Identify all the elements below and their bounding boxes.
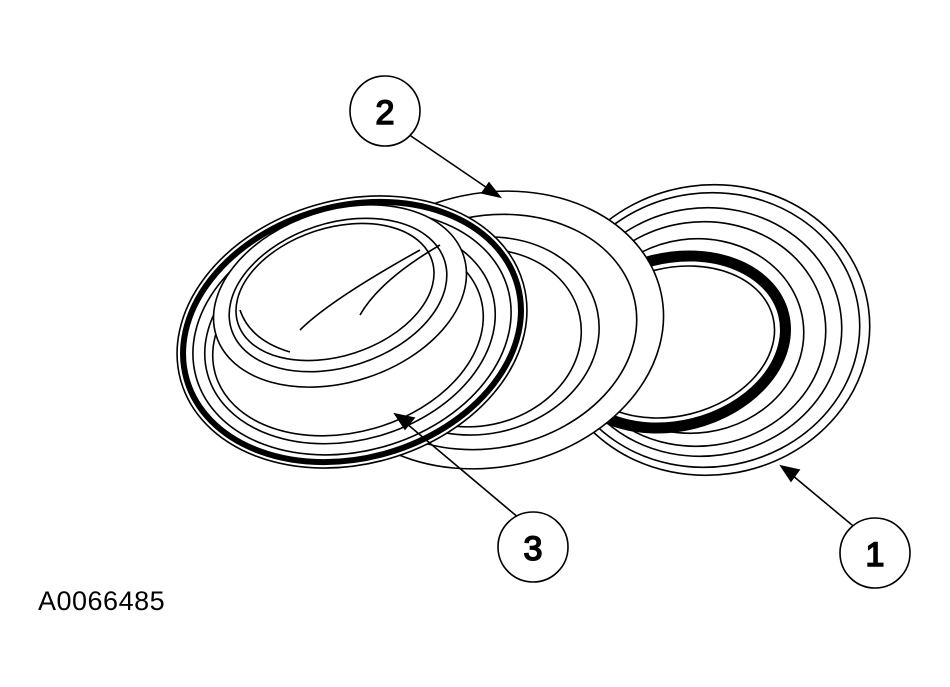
callout-2: 2 <box>349 75 421 147</box>
arrowhead-1 <box>779 464 801 483</box>
figure-id-label: A0066485 <box>38 586 166 616</box>
arrowhead-3 <box>393 412 416 431</box>
leader-line-3 <box>399 417 527 525</box>
arrowhead-2 <box>480 181 503 199</box>
callout-1: 1 <box>839 517 911 589</box>
leader-lines <box>393 133 859 531</box>
flanged-sleeve <box>176 195 528 469</box>
callout-1-label: 1 <box>866 536 885 574</box>
callout-2-label: 2 <box>376 94 395 132</box>
leader-line-2 <box>407 133 497 195</box>
leader-line-1 <box>785 469 859 531</box>
callout-3: 3 <box>497 511 569 583</box>
callout-3-label: 3 <box>524 530 543 568</box>
